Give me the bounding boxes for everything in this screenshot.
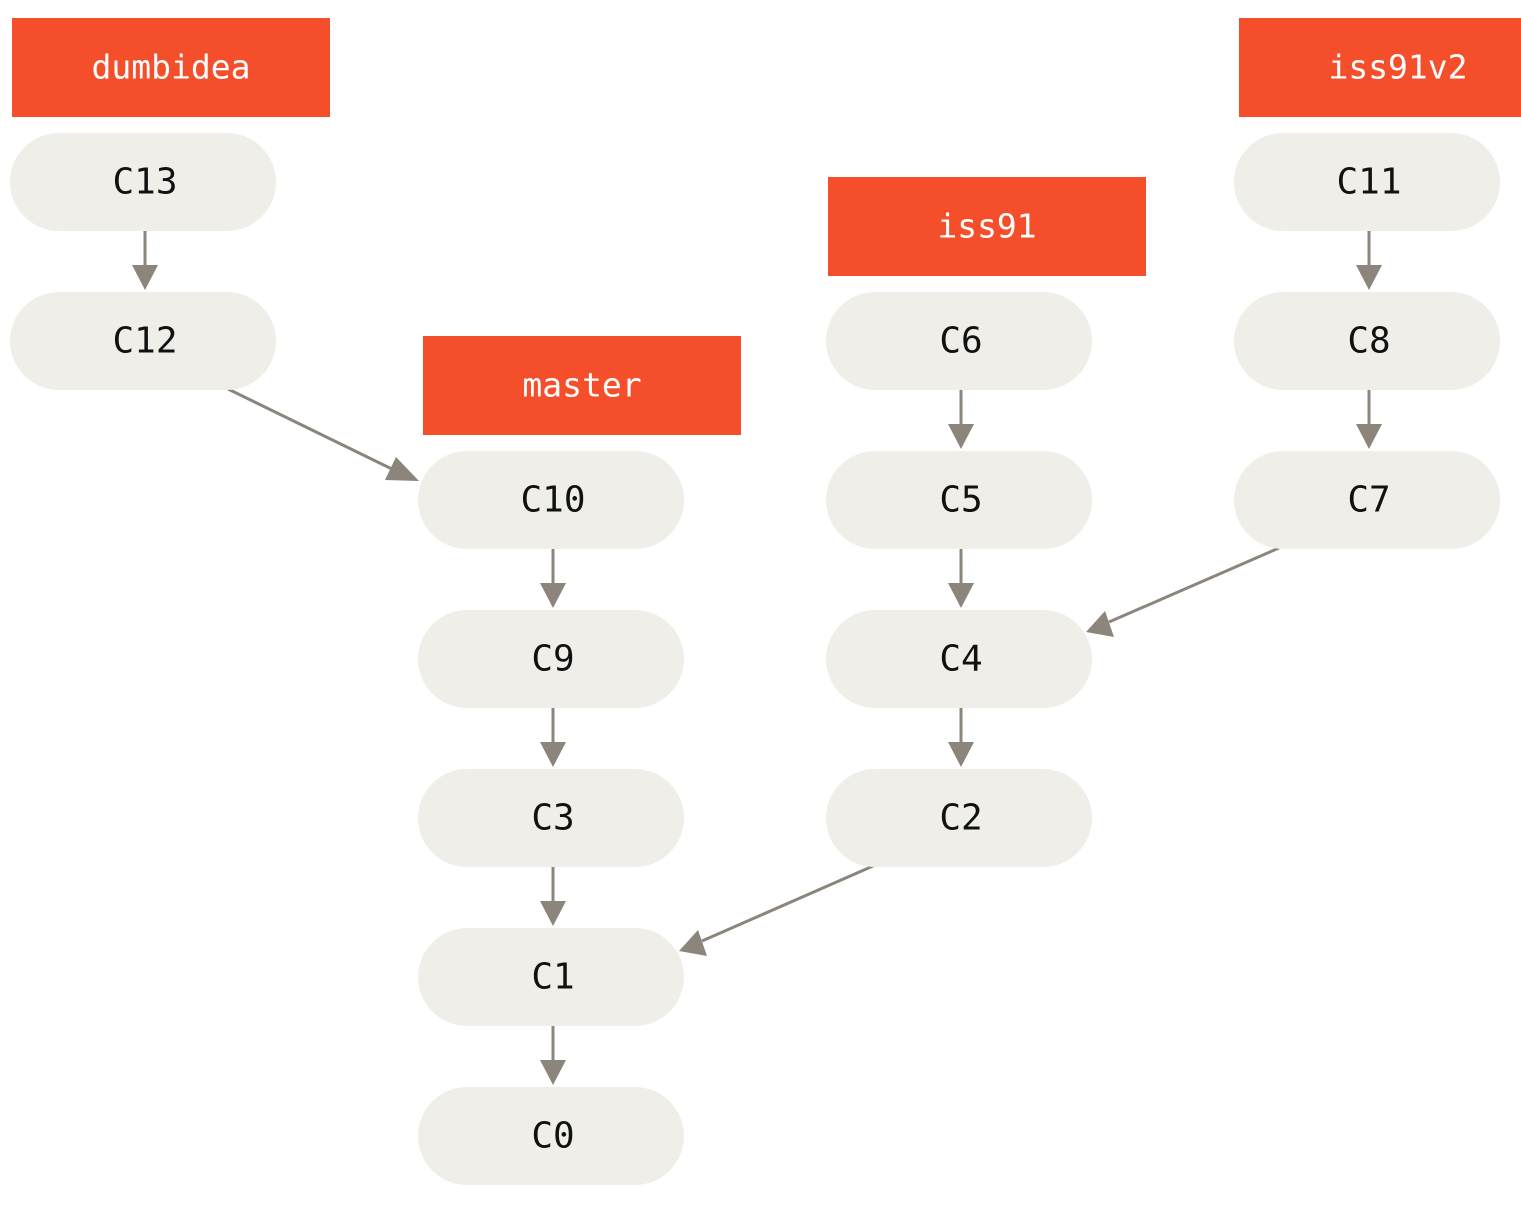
- branch-label-dumbidea: dumbidea: [92, 48, 251, 87]
- commit-label: C2: [939, 798, 982, 839]
- edge-c1-c0: [540, 1025, 566, 1085]
- edge-c4-c2: [948, 707, 974, 767]
- edge-c7-c4: [1086, 546, 1280, 637]
- branch-master: master: [423, 336, 741, 435]
- branch-label-iss91: iss91: [937, 207, 1036, 246]
- commit-label: C1: [531, 957, 574, 998]
- commit-c2: C2: [826, 769, 1092, 867]
- edges: [132, 230, 1382, 1085]
- edge-c13-c12: [132, 230, 158, 290]
- commit-label: C4: [939, 639, 982, 680]
- edge-c12-c10: [227, 387, 419, 481]
- commit-label: C8: [1347, 321, 1390, 362]
- edge-c3-c1: [540, 866, 566, 926]
- commit-c1: C1: [418, 928, 684, 1026]
- commit-c4: C4: [826, 610, 1092, 708]
- commit-c10: C10: [418, 451, 684, 549]
- commit-label: C7: [1347, 480, 1390, 521]
- commit-label: C10: [520, 480, 585, 521]
- commit-c6: C6: [826, 292, 1092, 390]
- commit-c11: C11: [1234, 133, 1500, 231]
- branch-label-master: master: [522, 366, 641, 405]
- commit-label: C9: [531, 639, 574, 680]
- commit-label: C0: [531, 1116, 574, 1157]
- edge-c5-c4: [948, 548, 974, 608]
- edge-c9-c3: [540, 707, 566, 767]
- commit-c0: C0: [418, 1087, 684, 1185]
- commit-c5: C5: [826, 451, 1092, 549]
- edge-c6-c5: [948, 389, 974, 449]
- commit-c3: C3: [418, 769, 684, 867]
- commit-c12: C12: [10, 292, 276, 390]
- edge-c10-c9: [540, 548, 566, 608]
- commit-label: C6: [939, 321, 982, 362]
- branch-iss91: iss91: [828, 177, 1146, 276]
- edge-c2-c1: [679, 864, 874, 956]
- branch-label-iss91v2: iss91v2: [1328, 48, 1467, 87]
- commit-c9: C9: [418, 610, 684, 708]
- commit-label: C13: [112, 162, 177, 203]
- commit-label: C12: [112, 321, 177, 362]
- branch-iss91v2: iss91v2: [1239, 18, 1521, 117]
- commit-c8: C8: [1234, 292, 1500, 390]
- edge-c11-c8: [1356, 230, 1382, 290]
- commit-c13: C13: [10, 133, 276, 231]
- commit-label: C11: [1336, 162, 1401, 203]
- edge-c8-c7: [1356, 389, 1382, 449]
- commit-label: C5: [939, 480, 982, 521]
- commit-label: C3: [531, 798, 574, 839]
- commit-c7: C7: [1234, 451, 1500, 549]
- branch-dumbidea: dumbidea: [12, 18, 330, 117]
